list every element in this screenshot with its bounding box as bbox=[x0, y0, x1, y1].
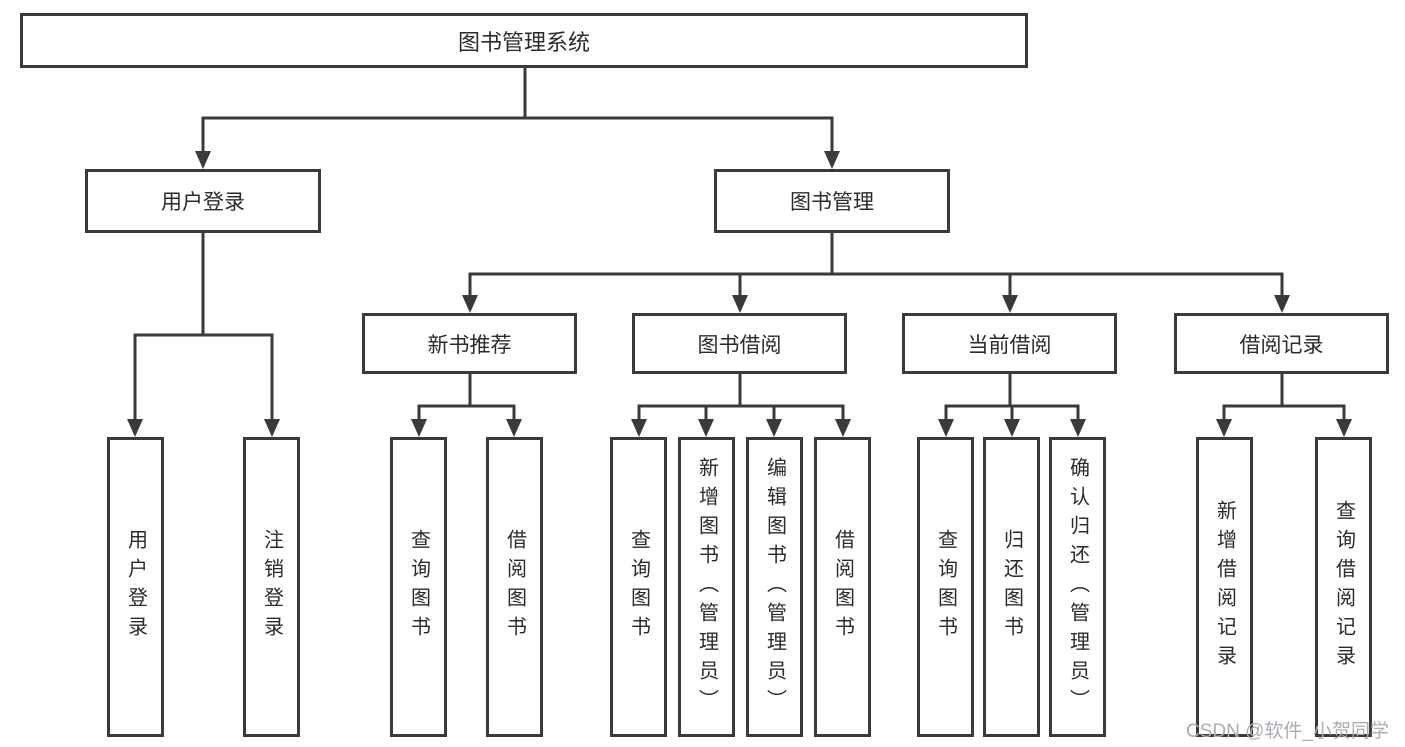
leaf-query-borrow-record: 查询借阅记录 bbox=[1315, 437, 1372, 737]
leaf-label: 归还图书 bbox=[1000, 529, 1023, 645]
leaf-add-book-admin: 新增图书（管理员） bbox=[678, 437, 735, 737]
connector-record-children bbox=[1216, 372, 1352, 437]
connector-book-borrow-children bbox=[631, 372, 851, 437]
leaf-query-books-borrow: 查询图书 bbox=[610, 437, 667, 737]
leaf-add-borrow-record: 新增借阅记录 bbox=[1196, 437, 1253, 737]
leaf-label: 新增图书（管理员） bbox=[695, 456, 718, 718]
node-user-login: 用户登录 bbox=[85, 169, 321, 233]
connector-book-management-children bbox=[462, 230, 1290, 313]
leaf-edit-book-admin: 编辑图书（管理员） bbox=[746, 437, 803, 737]
node-label: 图书管理系统 bbox=[457, 29, 590, 55]
leaf-confirm-return-admin: 确认归还（管理员） bbox=[1049, 437, 1106, 737]
node-current-borrowing: 当前借阅 bbox=[902, 313, 1117, 374]
leaf-label: 查询图书 bbox=[934, 529, 957, 645]
csdn-watermark: CSDN @软件_小贺同学 bbox=[1186, 721, 1389, 742]
leaf-label: 查询图书 bbox=[407, 529, 430, 645]
node-library-management-system: 图书管理系统 bbox=[20, 13, 1028, 68]
leaf-borrow-books-recommend: 借阅图书 bbox=[486, 437, 543, 737]
leaf-return-books: 归还图书 bbox=[983, 437, 1040, 737]
leaf-label: 新增借阅记录 bbox=[1213, 500, 1236, 674]
node-book-management: 图书管理 bbox=[714, 169, 950, 233]
leaf-label: 注销登录 bbox=[260, 529, 283, 645]
leaf-borrow-books-borrow: 借阅图书 bbox=[814, 437, 871, 737]
connector-current-borrow-children bbox=[938, 372, 1086, 437]
connector-new-book-children bbox=[411, 372, 522, 437]
leaf-label: 用户登录 bbox=[124, 529, 147, 645]
leaf-logout-login: 注销登录 bbox=[243, 437, 300, 737]
node-label: 新书推荐 bbox=[427, 333, 512, 357]
leaf-label: 确认归还（管理员） bbox=[1066, 456, 1089, 718]
node-label: 借阅记录 bbox=[1239, 333, 1324, 357]
node-new-book-recommend: 新书推荐 bbox=[362, 313, 577, 374]
node-book-borrowing: 图书借阅 bbox=[632, 313, 847, 374]
node-label: 用户登录 bbox=[161, 191, 245, 214]
node-label: 图书管理 bbox=[790, 191, 874, 214]
leaf-query-books-current: 查询图书 bbox=[917, 437, 974, 737]
leaf-label: 查询图书 bbox=[627, 529, 650, 645]
connector-user-login-children bbox=[127, 230, 280, 437]
node-label: 当前借阅 bbox=[967, 333, 1052, 357]
node-label: 图书借阅 bbox=[697, 333, 782, 357]
leaf-user-login: 用户登录 bbox=[107, 437, 164, 737]
leaf-label: 查询借阅记录 bbox=[1332, 500, 1355, 674]
connector-root-to-level2 bbox=[195, 65, 840, 169]
node-borrowing-records: 借阅记录 bbox=[1174, 313, 1389, 374]
leaf-label: 借阅图书 bbox=[503, 529, 526, 645]
leaf-label: 借阅图书 bbox=[831, 529, 854, 645]
leaf-query-books-recommend: 查询图书 bbox=[390, 437, 447, 737]
leaf-label: 编辑图书（管理员） bbox=[763, 456, 786, 718]
